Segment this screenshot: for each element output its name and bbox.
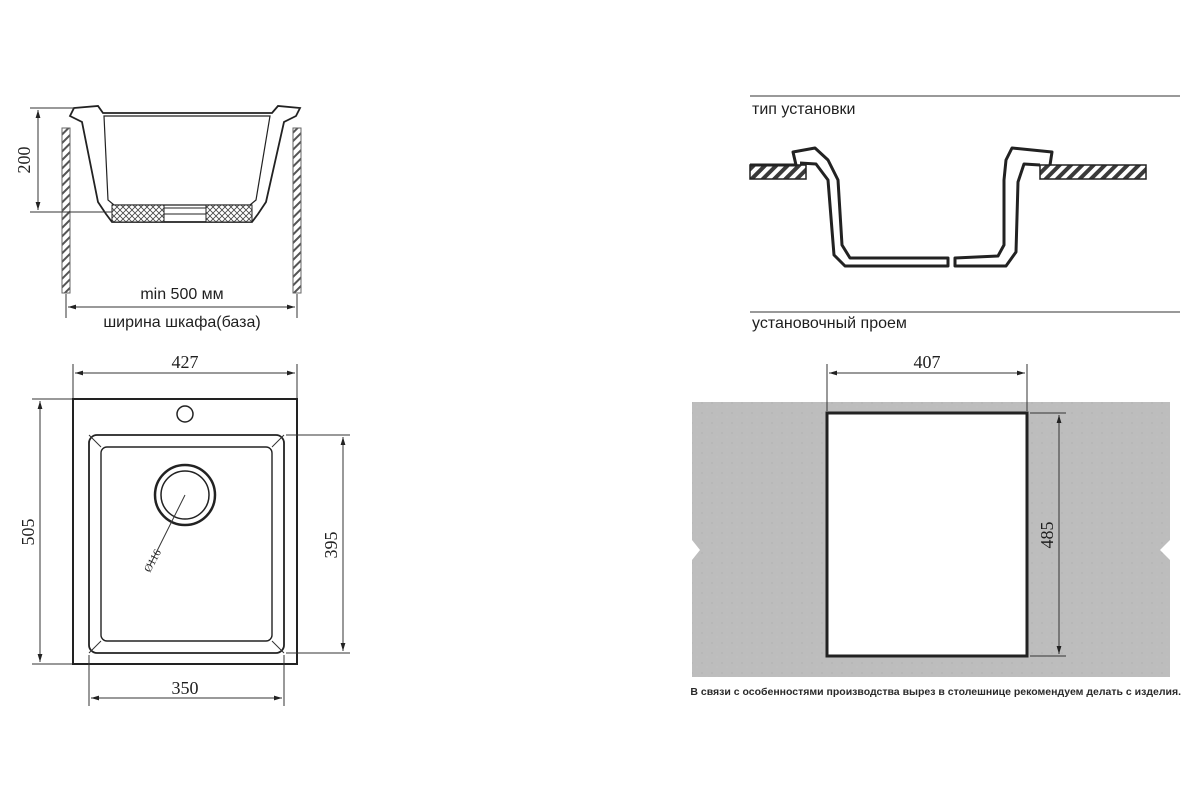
top-view: Ø116 427 505 395 350: [18, 352, 350, 706]
sink-base-right: [205, 204, 253, 223]
faucet-hole: [176, 405, 194, 423]
installation-type-title: тип установки: [752, 101, 855, 118]
sink-base-left: [111, 204, 165, 223]
countertop-left: [749, 164, 807, 180]
opening-title: установочный проем: [752, 315, 907, 332]
bowl-inner: [100, 446, 273, 642]
sink-rim-right: [953, 146, 1054, 268]
cabinet-width-label: ширина шкафа(база): [103, 314, 260, 331]
cabinet-wall-right: [292, 127, 302, 294]
sink-rim-left: [750, 146, 950, 268]
cutout-opening: [825, 411, 1029, 658]
cut-width-label: 407: [914, 352, 941, 372]
side-view: 200 min 500 мм ширина шкафа(база): [14, 105, 302, 331]
overall-width-label: 427: [172, 352, 199, 372]
manufacturing-note: В связи с особенностями производства выр…: [690, 686, 1181, 698]
sink-inner: [103, 115, 271, 206]
height-dimension-label: 200: [14, 147, 34, 174]
bowl-width-label: 350: [172, 678, 199, 698]
min-width-label: min 500 мм: [140, 286, 223, 303]
bowl-depth-label: 395: [321, 532, 341, 559]
cut-depth-label: 485: [1037, 522, 1057, 549]
installation-type: тип установки установочный проем: [749, 95, 1180, 332]
overall-depth-label: 505: [18, 519, 38, 546]
cabinet-wall-left: [61, 127, 71, 294]
drain-outlet: [163, 207, 207, 215]
countertop-right: [1039, 164, 1147, 180]
cutout-view: 407 485 В связи с особенностями производ…: [690, 352, 1181, 698]
